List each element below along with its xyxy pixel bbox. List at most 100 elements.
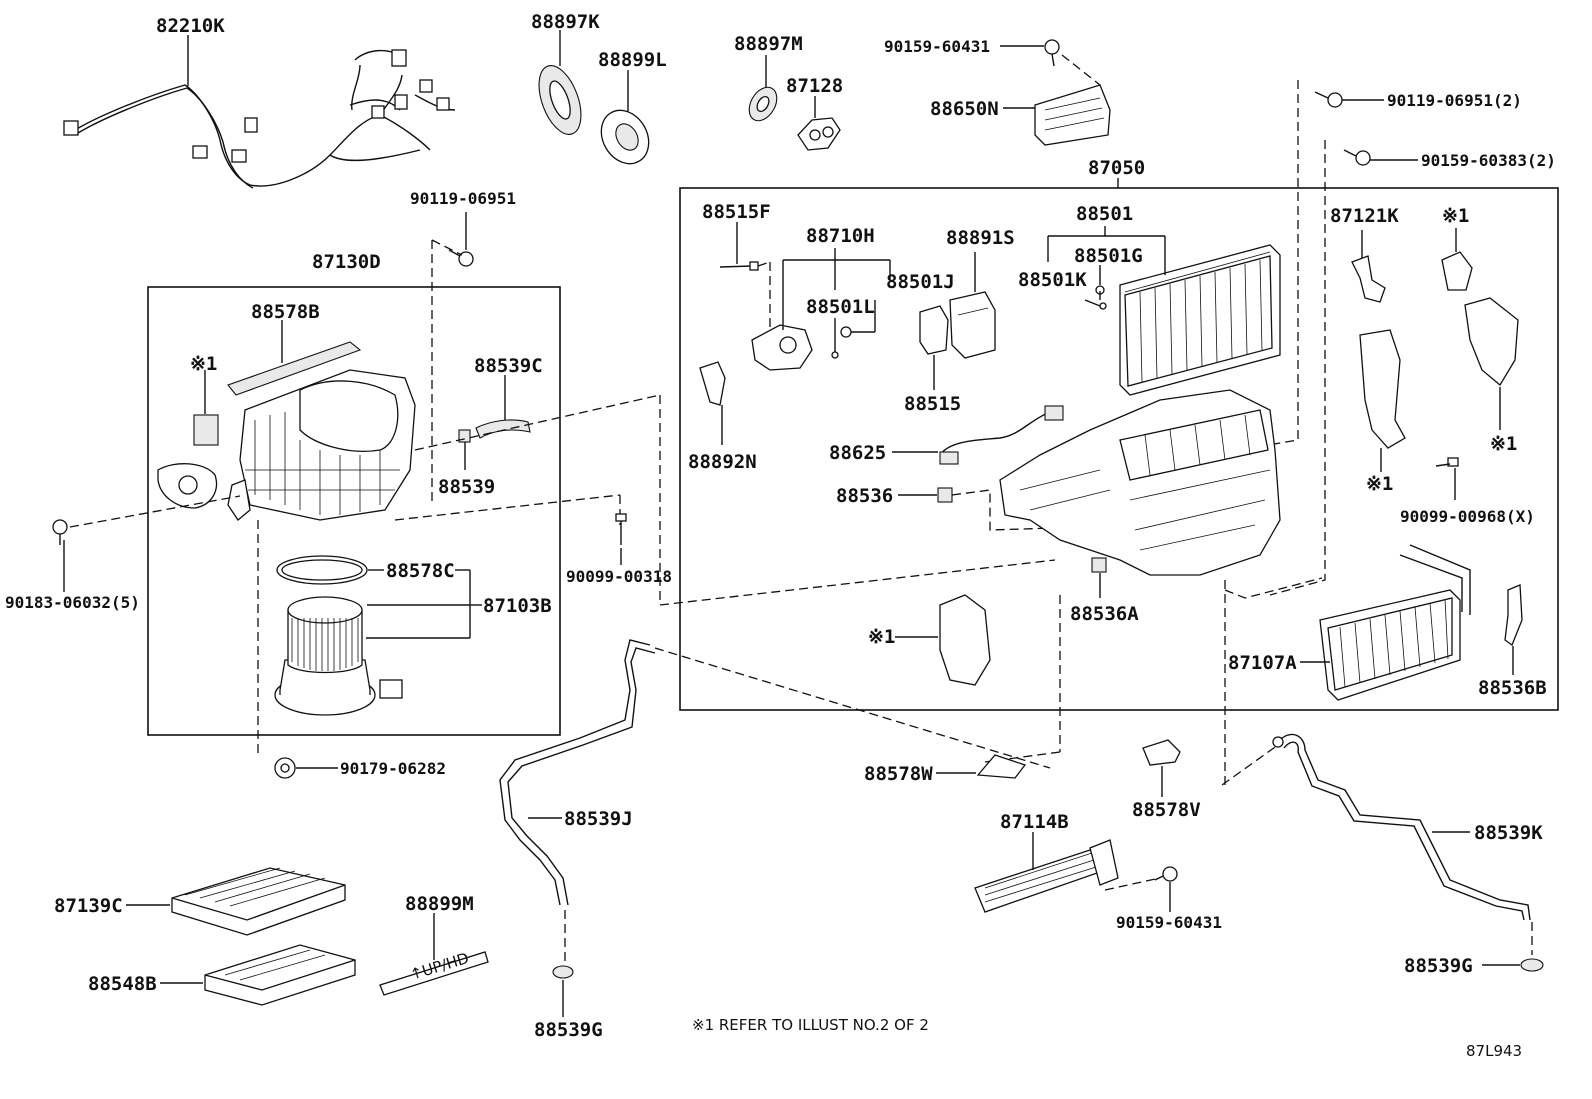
label-87114b: 87114B bbox=[1000, 811, 1069, 833]
cabin-filter-87139c-drawing bbox=[171, 867, 346, 936]
blower-assembly-box bbox=[147, 286, 561, 736]
label-90159-60431-top: 90159-60431 bbox=[884, 37, 990, 56]
label-88515f: 88515F bbox=[702, 201, 771, 223]
label-88539g-left: 88539G bbox=[534, 1019, 603, 1041]
label-87130d: 87130D bbox=[312, 251, 381, 273]
screw-icon bbox=[1314, 91, 1343, 108]
ref-mark-right: ※1 bbox=[1490, 433, 1517, 455]
label-88897m: 88897M bbox=[734, 33, 803, 55]
label-88578c: 88578C bbox=[386, 560, 455, 582]
heater-core-87107a-drawing bbox=[1319, 544, 1471, 701]
nut-icon bbox=[274, 757, 296, 779]
label-87103b: 87103B bbox=[483, 595, 552, 617]
blower-case-drawing bbox=[239, 369, 416, 521]
screw-icon bbox=[1154, 866, 1178, 882]
label-88625: 88625 bbox=[829, 442, 886, 464]
label-88539: 88539 bbox=[438, 476, 495, 498]
grommet-icon bbox=[552, 965, 574, 979]
label-87107a: 87107A bbox=[1228, 652, 1297, 674]
heater-case-drawing bbox=[999, 389, 1281, 576]
filter-strip-88578b-drawing bbox=[227, 341, 362, 396]
ref-mark-middle-right: ※1 bbox=[1366, 473, 1393, 495]
label-88501l: 88501L bbox=[806, 296, 875, 318]
label-88501g: 88501G bbox=[1074, 245, 1143, 267]
screw-icon bbox=[1435, 457, 1459, 467]
screw-icon bbox=[52, 519, 68, 545]
bracket-88578w-drawing bbox=[976, 754, 1027, 779]
label-87128: 87128 bbox=[786, 75, 843, 97]
actuator-88891s-drawing bbox=[949, 291, 996, 359]
label-90099-00318: 90099-00318 bbox=[566, 567, 672, 586]
heater-unit-box bbox=[679, 187, 1559, 711]
ref-part-drawing bbox=[939, 594, 991, 686]
label-88536b: 88536B bbox=[1478, 677, 1547, 699]
label-90183-06032-5: 90183-06032(5) bbox=[5, 593, 140, 612]
label-90159-60383-2: 90159-60383(2) bbox=[1421, 151, 1556, 170]
label-88899l: 88899L bbox=[598, 49, 667, 71]
label-90119-06951: 90119-06951 bbox=[410, 189, 516, 208]
grommet-icon bbox=[1520, 958, 1544, 972]
bracket-87121k-drawing bbox=[1351, 255, 1386, 303]
label-88578w: 88578W bbox=[864, 763, 933, 785]
amplifier-88650n-drawing bbox=[1034, 84, 1111, 146]
label-88891s: 88891S bbox=[946, 227, 1015, 249]
label-88548b: 88548B bbox=[88, 973, 157, 995]
label-88897k: 88897K bbox=[531, 11, 600, 33]
seal-88899l-drawing bbox=[600, 109, 650, 165]
duct-part-drawing bbox=[1359, 329, 1406, 449]
actuator-88515-drawing bbox=[919, 305, 949, 355]
ref-mark-left: ※1 bbox=[190, 353, 217, 375]
servo-88710h-drawing bbox=[751, 324, 813, 371]
evaporator-88501-drawing bbox=[1119, 244, 1281, 396]
ref-part-drawing bbox=[193, 414, 219, 446]
label-90159-60431-bottom: 90159-60431 bbox=[1116, 913, 1222, 932]
screw-icon bbox=[1044, 39, 1060, 67]
label-87139c: 87139C bbox=[54, 895, 123, 917]
reference-note: ※1 REFER TO ILLUST NO.2 OF 2 bbox=[692, 1016, 929, 1034]
diagram-id: 87L943 bbox=[1466, 1042, 1522, 1060]
wire-88625-drawing bbox=[939, 405, 1064, 465]
filter-tray-88548b-drawing bbox=[204, 944, 356, 1006]
label-87050: 87050 bbox=[1088, 157, 1145, 179]
label-87121k: 87121K bbox=[1330, 205, 1399, 227]
blower-scroll-drawing bbox=[157, 463, 218, 509]
blower-motor-87103b-drawing bbox=[274, 596, 403, 716]
label-88650n: 88650N bbox=[930, 98, 999, 120]
label-88892n: 88892N bbox=[688, 451, 757, 473]
drain-hose-88539j-drawing bbox=[499, 639, 656, 906]
ref-mark-box: ※1 bbox=[868, 626, 895, 648]
seal-88897k-drawing bbox=[538, 65, 582, 135]
grommet-88897m-drawing bbox=[748, 86, 778, 122]
filter-up-marking: ↑UP/HD bbox=[408, 949, 471, 984]
ptc-heater-87114b-drawing bbox=[974, 839, 1119, 913]
label-82210k: 82210K bbox=[156, 15, 225, 37]
label-88539c: 88539C bbox=[474, 355, 543, 377]
servo-part-drawing bbox=[1464, 297, 1519, 386]
ref-part-drawing bbox=[1441, 251, 1473, 291]
hose-88539c-drawing bbox=[475, 419, 531, 439]
pipe-clip-88536b-drawing bbox=[1504, 584, 1523, 647]
screw-icon bbox=[448, 249, 474, 267]
bracket-88578v-drawing bbox=[1142, 739, 1181, 766]
screw-icon bbox=[615, 513, 627, 545]
label-88539k: 88539K bbox=[1474, 822, 1543, 844]
drain-hose-88539k-drawing bbox=[1272, 733, 1531, 921]
label-88578b: 88578B bbox=[251, 301, 320, 323]
label-88578v: 88578V bbox=[1132, 799, 1201, 821]
label-88539j: 88539J bbox=[564, 808, 633, 830]
label-88539g-right: 88539G bbox=[1404, 955, 1473, 977]
clip-87128-drawing bbox=[797, 117, 841, 151]
ref-mark-top-right: ※1 bbox=[1442, 205, 1469, 227]
bolt-88515f-drawing bbox=[719, 261, 759, 271]
label-90119-06951-2: 90119-06951(2) bbox=[1387, 91, 1522, 110]
label-88501: 88501 bbox=[1076, 203, 1133, 225]
label-90179-06282: 90179-06282 bbox=[340, 759, 446, 778]
screw-icon bbox=[1343, 149, 1371, 166]
label-88710h: 88710H bbox=[806, 225, 875, 247]
label-88899m: 88899M bbox=[405, 893, 474, 915]
label-88501j: 88501J bbox=[886, 271, 955, 293]
label-88536a: 88536A bbox=[1070, 603, 1139, 625]
bracket-88892n-drawing bbox=[699, 361, 726, 406]
wire-harness-drawing bbox=[63, 49, 456, 189]
